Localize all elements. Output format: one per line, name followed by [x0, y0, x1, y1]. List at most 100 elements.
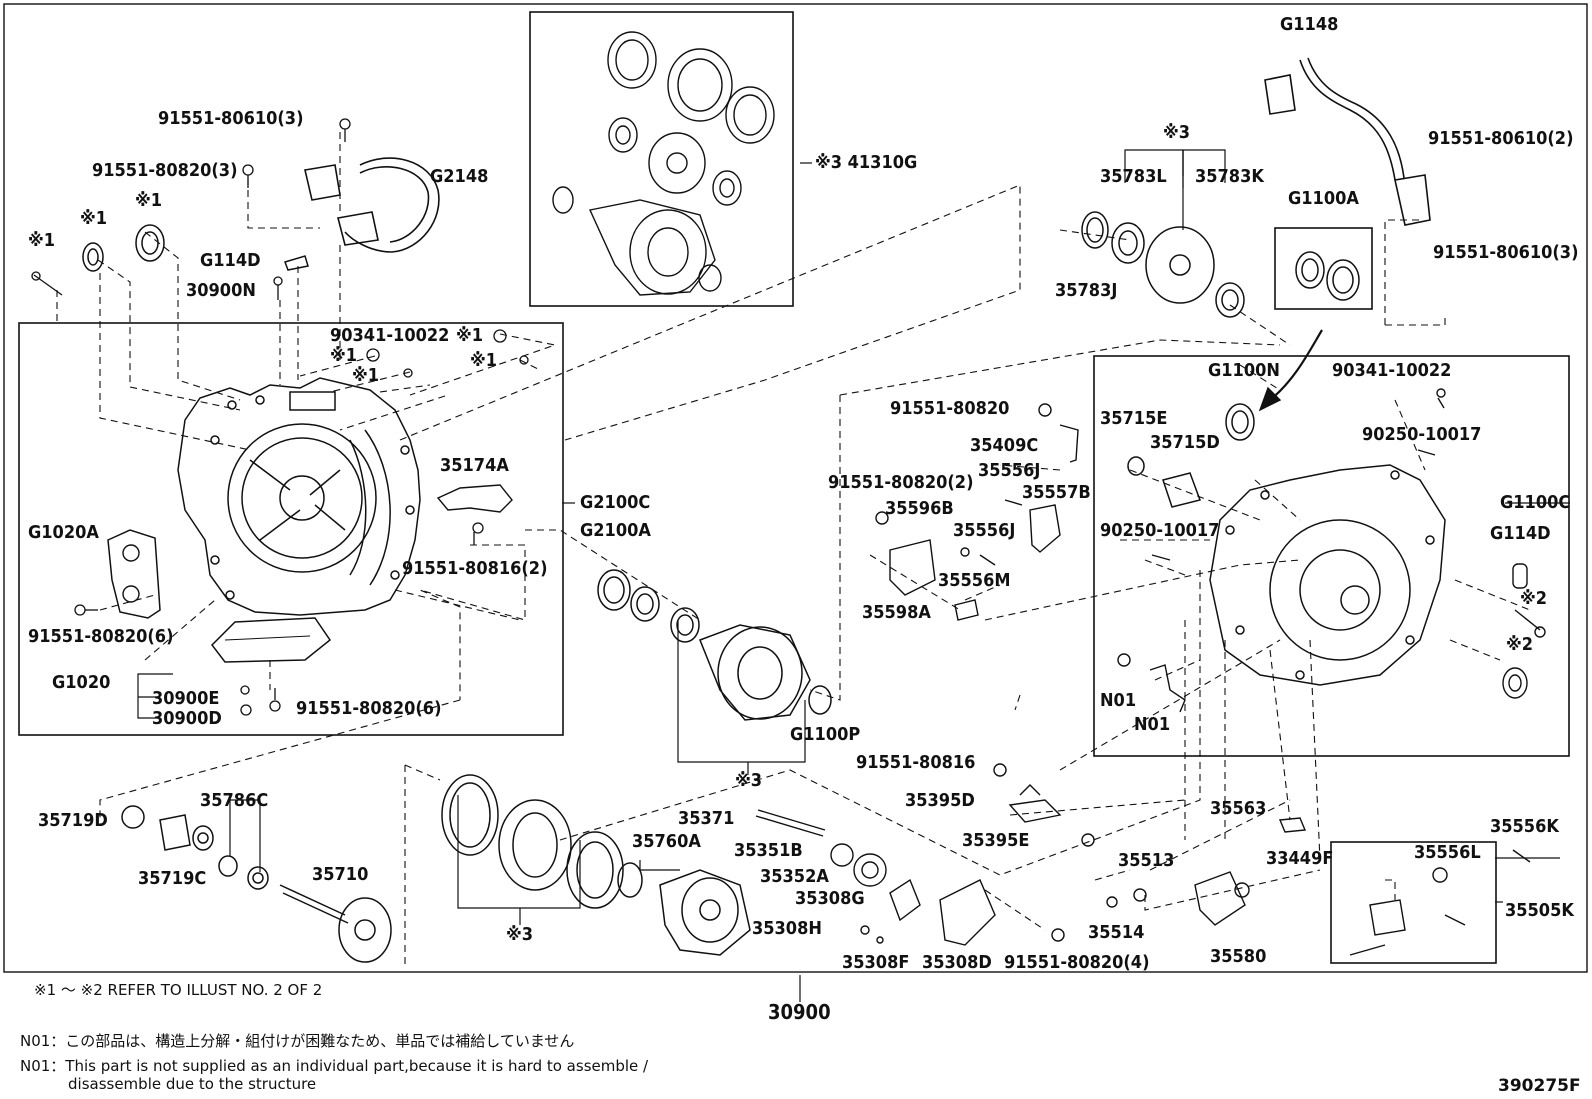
label-mark1: ※1	[456, 325, 484, 346]
label-90250-10017: 90250-10017	[1100, 520, 1220, 541]
label-35395e: 35395E	[962, 830, 1030, 851]
label-35715d: 35715D	[1150, 432, 1220, 453]
label-mark2: ※2	[1506, 634, 1534, 655]
label-35308h: 35308H	[752, 918, 822, 939]
label-35505k: 35505K	[1505, 900, 1574, 921]
label-35352a: 35352A	[760, 866, 829, 887]
label-g114d: G114D	[1490, 523, 1551, 544]
label-41310g: ※3 41310G	[815, 152, 918, 173]
g1100a-parts	[1295, 251, 1360, 301]
label-30900e: 30900E	[152, 688, 220, 709]
label-91551-80820-2: 91551-80820(2)	[828, 472, 974, 493]
label-35556m: 35556M	[938, 570, 1011, 591]
transaxle-case-right	[1209, 464, 1446, 686]
label-30900n: 30900N	[186, 280, 256, 301]
label-35308g: 35308G	[795, 888, 865, 909]
label-mark1: ※1	[28, 230, 56, 251]
label-g2148: G2148	[430, 166, 489, 187]
g1100a-box	[1274, 227, 1373, 310]
label-g1020: G1020	[52, 672, 111, 693]
label-35783k: 35783K	[1195, 166, 1264, 187]
label-90250-10017: 90250-10017	[1362, 424, 1482, 445]
leader-lines	[56, 132, 1531, 965]
diff-kit-box	[529, 11, 794, 307]
label-35598a: 35598A	[862, 602, 931, 623]
label-90341-10022: 90341-10022	[1332, 360, 1452, 381]
label-35563: 35563	[1210, 798, 1267, 819]
label-35556l: 35556L	[1414, 842, 1481, 863]
pinion-group	[755, 809, 996, 946]
label-g1148: G1148	[1280, 14, 1339, 35]
refer-note: ※1 ～ ※2 REFER TO ILLUST NO. 2 OF 2	[34, 981, 323, 999]
label-35596b: 35596B	[885, 498, 954, 519]
label-35395d: 35395D	[905, 790, 975, 811]
label-91551-80820-4: 91551-80820(4)	[1004, 952, 1150, 973]
label-g2100c: G2100C	[580, 492, 651, 513]
diff-kit	[552, 31, 775, 296]
label-35783l: 35783L	[1100, 166, 1167, 187]
figure-number: 390275F	[1498, 1076, 1581, 1096]
label-mark1: ※1	[330, 345, 358, 366]
assembly-number: 30900	[768, 1000, 831, 1024]
label-mark3: ※3	[1163, 122, 1191, 143]
case-assy-box-left	[18, 322, 564, 736]
note-n01-en-line1: N01：This part is not supplied as an indi…	[20, 1057, 649, 1075]
label-mark2: ※2	[1520, 588, 1548, 609]
label-35710: 35710	[312, 864, 369, 885]
label-35783j: 35783J	[1055, 280, 1118, 301]
arrow-line	[1269, 329, 1323, 401]
label-91551-80820: 91551-80820	[890, 398, 1010, 419]
label-91551-80610-3: 91551-80610(3)	[1433, 242, 1579, 263]
label-91551-80610-3: 91551-80610(3)	[158, 108, 304, 129]
note-n01-jp: N01：この部品は、構造上分解・組付けが困難なため、単品では補給していません	[20, 1032, 575, 1050]
case-assy-box-right	[1093, 355, 1570, 757]
right-small-parts	[1106, 388, 1546, 956]
label-91551-80816-2: 91551-80816(2)	[402, 558, 548, 579]
g1020a-cover	[107, 529, 161, 619]
label-35371: 35371	[678, 808, 735, 829]
sensor-35395d	[993, 763, 1095, 942]
label-35556j: 35556J	[978, 460, 1041, 481]
label-30900d: 30900D	[152, 708, 222, 729]
oil-pan-cover	[211, 617, 332, 663]
bolts-left	[31, 118, 529, 716]
label-n01: N01	[1100, 690, 1137, 711]
transaxle-case-left	[177, 377, 421, 616]
label-g1100a: G1100A	[1288, 188, 1359, 209]
seals-top-left	[82, 224, 309, 272]
counter-gear-group	[1081, 211, 1245, 318]
shaft-35715d	[1127, 403, 1255, 508]
arrow-head	[1258, 386, 1282, 412]
label-35308d: 35308D	[922, 952, 992, 973]
label-g1100c: G1100C	[1500, 492, 1571, 513]
label-35715e: 35715E	[1100, 408, 1168, 429]
harness-g2148	[304, 157, 440, 253]
label-91551-80610-2: 91551-80610(2)	[1428, 128, 1574, 149]
bracket-35174a	[436, 484, 513, 513]
label-33449f: 33449F	[1266, 848, 1334, 869]
label-35580: 35580	[1210, 946, 1267, 967]
harness-g1148	[1264, 57, 1431, 226]
label-35556k: 35556K	[1490, 816, 1559, 837]
outer-frame	[3, 3, 1588, 973]
label-mark3: ※3	[506, 924, 534, 945]
differential-center	[597, 569, 832, 721]
label-35719c: 35719C	[138, 868, 207, 889]
label-35409c: 35409C	[970, 435, 1039, 456]
label-35514: 35514	[1088, 922, 1145, 943]
label-35760a: 35760A	[632, 831, 701, 852]
bearing-group-bottom	[441, 774, 751, 956]
label-mark1: ※1	[80, 208, 108, 229]
label-90341-10022: 90341-10022	[330, 325, 450, 346]
label-mark1: ※1	[352, 365, 380, 386]
label-35513: 35513	[1118, 850, 1175, 871]
output-shaft-parts	[121, 805, 392, 963]
label-35308f: 35308F	[842, 952, 910, 973]
note-n01-en-line2: disassemble due to the structure	[68, 1075, 317, 1093]
label-g2100a: G2100A	[580, 520, 651, 541]
label-g1020a: G1020A	[28, 522, 99, 543]
label-91551-80820-6: 91551-80820(6)	[28, 626, 174, 647]
label-mark3: ※3	[735, 770, 763, 791]
